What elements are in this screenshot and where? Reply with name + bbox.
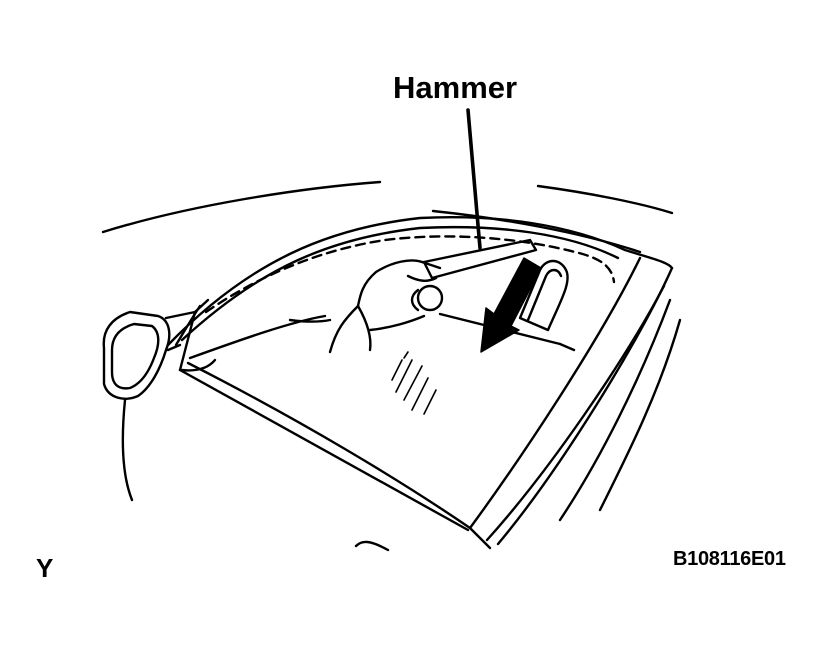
car-roof-lines: [101, 180, 674, 254]
hammer-tool: [422, 108, 538, 280]
door-body-lines: [121, 298, 682, 552]
direction-arrow: [480, 257, 542, 353]
figure-code-label: B108116E01: [673, 548, 786, 570]
side-mirror: [102, 298, 210, 400]
glass-edge-dashed: [204, 235, 616, 314]
hand-and-arm: [288, 259, 444, 354]
glass-bracket: [518, 259, 569, 332]
hammer-label: Hammer: [393, 70, 518, 105]
view-letter-label: Y: [36, 553, 54, 583]
door-frame: [166, 215, 674, 550]
